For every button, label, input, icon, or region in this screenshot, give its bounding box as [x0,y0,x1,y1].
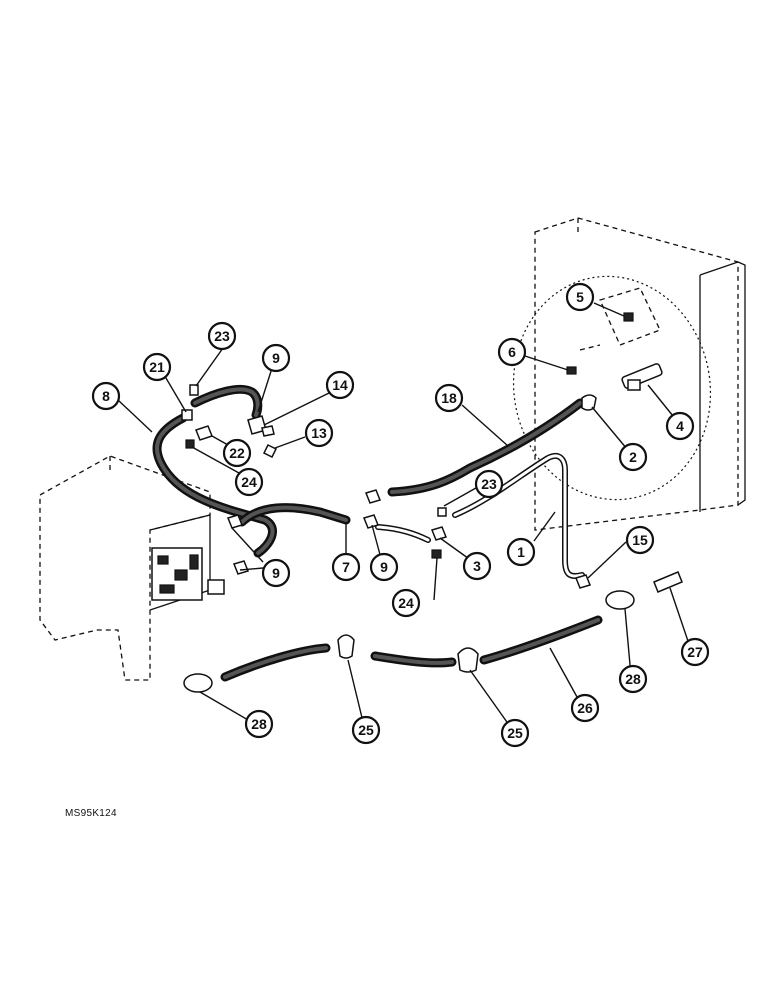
hose-7 [237,503,351,527]
svg-text:1: 1 [517,544,525,560]
svg-text:22: 22 [229,445,245,461]
svg-text:7: 7 [342,559,350,575]
svg-text:9: 9 [380,559,388,575]
leader-lines [117,302,691,733]
svg-text:23: 23 [214,328,230,344]
svg-text:9: 9 [272,565,280,581]
callout-23-upper-left: 23 [207,321,237,351]
svg-text:9: 9 [272,350,280,366]
svg-text:27: 27 [687,644,703,660]
svg-text:8: 8 [102,388,110,404]
callout-18: 18 [434,383,464,413]
svg-text:25: 25 [507,725,523,741]
svg-text:3: 3 [473,558,481,574]
callout-7: 7 [331,552,361,582]
svg-text:26: 26 [577,700,593,716]
callout-28-right: 28 [618,664,648,694]
svg-text:28: 28 [251,716,267,732]
svg-text:2: 2 [629,449,637,465]
callout-9-middle: 9 [369,552,399,582]
callout-3: 3 [462,551,492,581]
svg-text:5: 5 [576,289,584,305]
callout-6: 6 [497,337,527,367]
hose-lower [220,615,603,682]
figure-code: MS95K124 [65,808,117,819]
svg-text:14: 14 [332,377,348,393]
callout-2: 2 [618,442,648,472]
svg-text:6: 6 [508,344,516,360]
callout-23-upper-right: 23 [474,469,504,499]
callout-26: 26 [570,693,600,723]
callout-22: 22 [222,438,252,468]
callout-25-left: 25 [351,715,381,745]
svg-text:23: 23 [481,476,497,492]
svg-text:24: 24 [241,474,257,490]
svg-text:18: 18 [441,390,457,406]
callout-27: 27 [680,637,710,667]
callout-9-left: 9 [261,558,291,588]
callout-9-upper: 9 [261,343,291,373]
hydraulic-tank [39,455,225,681]
callout-5: 5 [565,282,595,312]
callout-15: 15 [625,525,655,555]
callout-1: 1 [506,537,536,567]
svg-text:4: 4 [676,418,684,434]
svg-text:25: 25 [358,722,374,738]
svg-text:28: 28 [625,671,641,687]
radiator-housing [512,217,746,531]
callout-21: 21 [142,352,172,382]
fittings [181,312,683,693]
callout-24-upper: 24 [234,467,264,497]
svg-text:15: 15 [632,532,648,548]
svg-text:24: 24 [398,595,414,611]
tube-small [375,524,431,543]
hose-upper [190,384,263,420]
svg-text:21: 21 [149,359,165,375]
callout-28-left: 28 [244,709,274,739]
hose-18 [387,398,585,497]
callout-25-right: 25 [500,718,530,748]
callout-24-lower: 24 [391,588,421,618]
callout-8: 8 [91,381,121,411]
hose-8 [152,413,277,558]
callout-4: 4 [665,411,695,441]
svg-text:13: 13 [311,425,327,441]
callout-14: 14 [325,370,355,400]
callout-13: 13 [304,418,334,448]
